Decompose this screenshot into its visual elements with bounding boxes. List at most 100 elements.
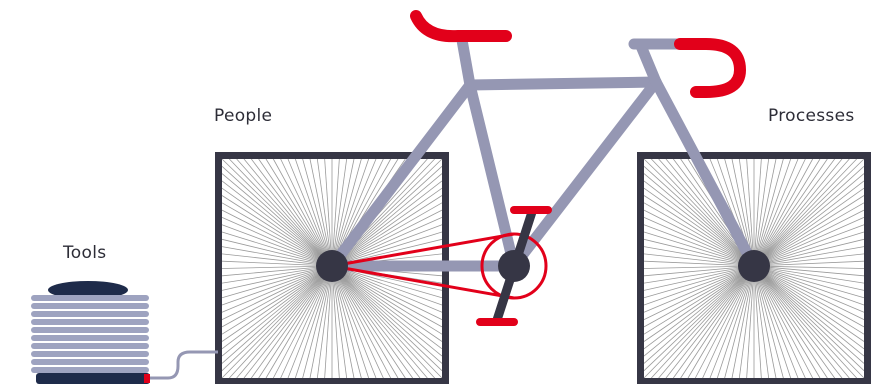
pump-hose (150, 350, 218, 380)
rear-hub (316, 250, 348, 282)
front-hub (738, 250, 770, 282)
spoke (753, 265, 865, 342)
spoke (221, 265, 333, 371)
spoke (753, 158, 777, 267)
spoke (643, 202, 755, 267)
spoke (221, 224, 333, 267)
spoke (643, 173, 755, 267)
spoke (221, 265, 333, 269)
spoke (331, 265, 392, 379)
spoke (331, 217, 443, 267)
spoke (643, 246, 755, 267)
spoke (272, 158, 333, 267)
spoke (753, 260, 865, 267)
spoke (331, 231, 443, 267)
handlebar (674, 38, 747, 98)
spoke (331, 265, 406, 379)
people-label: People (214, 106, 273, 126)
spoke (753, 166, 865, 267)
spoke (753, 265, 821, 379)
tools-pump (31, 281, 150, 384)
spoke (643, 265, 755, 328)
saddle (410, 10, 512, 43)
spoke (643, 217, 755, 267)
spoke (753, 265, 857, 379)
spoke (753, 265, 865, 291)
spoke (753, 217, 865, 267)
spoke (302, 158, 333, 267)
spoke (753, 265, 865, 371)
processes-wheel-spokes (643, 158, 865, 379)
spoke (331, 265, 443, 364)
spoke (753, 158, 762, 267)
spoke (643, 187, 755, 267)
spoke (280, 265, 333, 379)
head-tube (635, 40, 662, 88)
spoke (331, 265, 355, 379)
spoke (724, 265, 755, 379)
spoke (221, 187, 333, 267)
spoke (753, 265, 865, 277)
people-wheel (215, 152, 449, 384)
spoke (221, 265, 333, 284)
top-tube (464, 76, 662, 91)
spoke (643, 195, 755, 267)
spoke (287, 158, 333, 267)
spoke (753, 253, 865, 267)
spoke (331, 224, 443, 267)
spoke (331, 265, 340, 379)
spoke (753, 265, 806, 379)
spoke (753, 158, 770, 267)
spoke (331, 158, 362, 267)
chain (331, 232, 548, 300)
spoke (753, 265, 777, 379)
spoke (753, 158, 865, 267)
spoke (221, 265, 333, 342)
spoke (221, 180, 333, 267)
spoke (316, 265, 333, 379)
seat-post (456, 34, 476, 91)
spoke (643, 180, 755, 267)
spoke (731, 265, 755, 379)
spoke (331, 158, 340, 267)
spoke (753, 158, 806, 267)
spoke (221, 260, 333, 267)
spoke (746, 265, 755, 379)
spoke (753, 265, 762, 379)
spoke (753, 265, 784, 379)
spoke (753, 231, 865, 267)
spoke (643, 265, 755, 371)
spoke (221, 195, 333, 267)
spoke (331, 187, 443, 267)
spoke (643, 265, 755, 342)
spoke (643, 224, 755, 267)
spoke (221, 265, 333, 320)
spoke (753, 265, 843, 379)
pump-plate (31, 319, 149, 325)
spoke (229, 265, 333, 379)
pump-valve (144, 374, 150, 383)
spoke (302, 265, 333, 379)
pump-plate (31, 359, 149, 365)
spoke (331, 265, 443, 350)
spoke (251, 158, 333, 267)
spoke (753, 265, 865, 350)
spoke (265, 158, 333, 267)
spoke (738, 158, 755, 267)
spoke (753, 158, 821, 267)
spoke (643, 265, 755, 335)
spoke (753, 158, 828, 267)
spoke (236, 265, 333, 379)
spoke (753, 265, 792, 379)
spoke (309, 265, 333, 379)
spoke (221, 265, 333, 306)
spoke (753, 158, 799, 267)
spoke (753, 265, 865, 379)
spoke (331, 158, 370, 267)
people-wheel-spokes (221, 158, 443, 379)
spoke (753, 187, 865, 267)
spoke (738, 265, 755, 379)
spoke (753, 265, 865, 335)
pump-plate (31, 367, 149, 373)
spoke (236, 158, 333, 267)
